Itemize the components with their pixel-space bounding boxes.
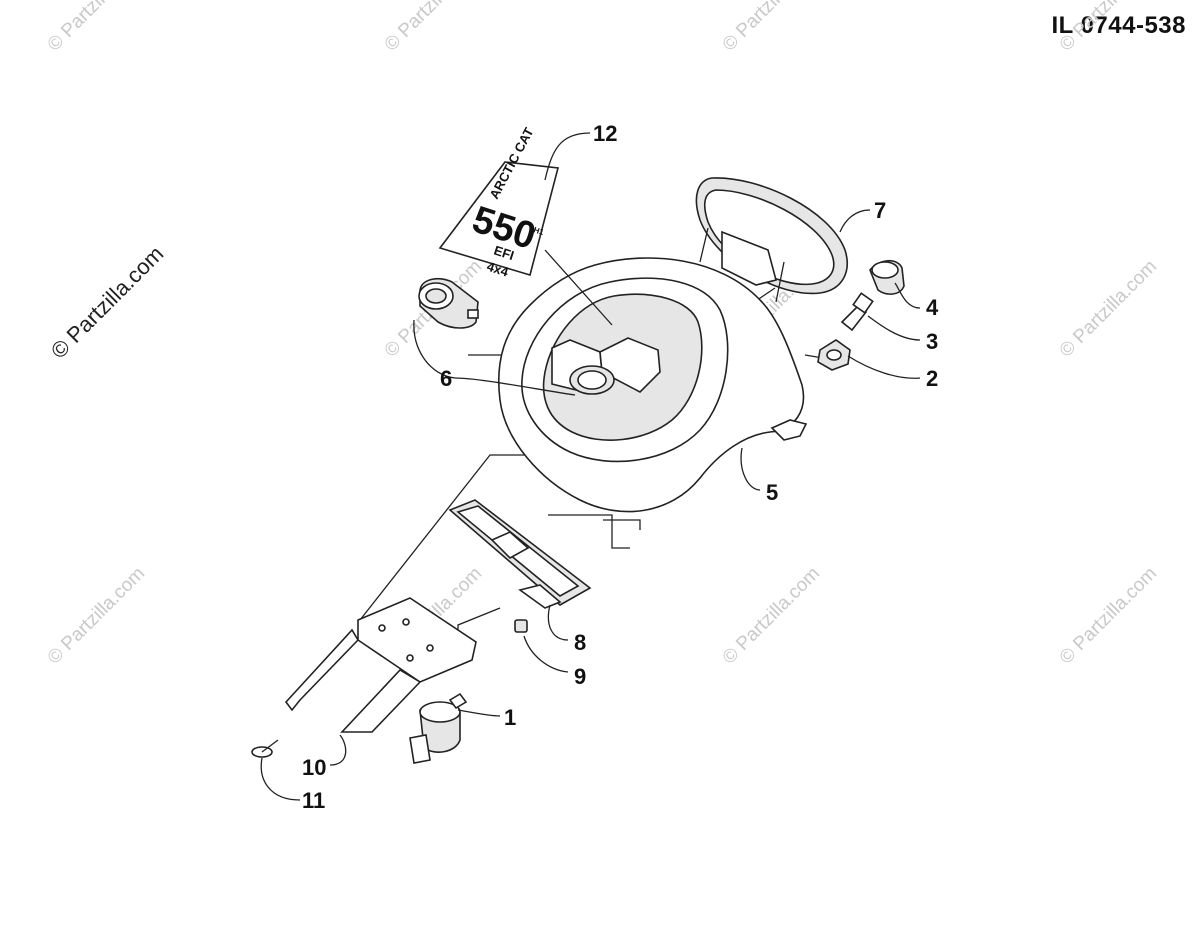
callout-10: 10 bbox=[302, 755, 326, 780]
gauge-part-7[interactable] bbox=[695, 177, 849, 303]
callout-12: 12 bbox=[593, 121, 617, 146]
watermark-tile: © Partzilla.com bbox=[44, 0, 149, 56]
outlet-part-6[interactable] bbox=[418, 277, 479, 329]
watermark-tile: © Partzilla.com bbox=[1056, 256, 1161, 361]
watermark-tile: © Partzilla.com bbox=[719, 563, 824, 668]
decal-suffix: H1 bbox=[532, 225, 545, 237]
switch-part-1[interactable] bbox=[409, 692, 468, 764]
callout-1: 1 bbox=[504, 705, 516, 730]
watermark-tile: © Partzilla.com bbox=[381, 0, 486, 56]
callout-5: 5 bbox=[766, 480, 778, 505]
callout-8: 8 bbox=[574, 630, 586, 655]
tray-part-8[interactable] bbox=[448, 499, 592, 609]
decal-part-12[interactable]: ARCTIC CAT 550 H1 EFI 4x4 bbox=[438, 125, 560, 280]
callout-6: 6 bbox=[440, 366, 452, 391]
callouts: 12 7 4 3 2 6 5 8 9 1 10 11 bbox=[302, 121, 939, 813]
console-housing-part-5[interactable] bbox=[497, 257, 808, 513]
decal-drive: 4x4 bbox=[485, 259, 511, 280]
callout-7: 7 bbox=[874, 198, 886, 223]
callout-9: 9 bbox=[574, 664, 586, 689]
rivet-part-11[interactable] bbox=[251, 739, 279, 758]
illustration-id: IL 0744-538 bbox=[1051, 12, 1186, 39]
key-part-3[interactable] bbox=[840, 292, 874, 332]
leader-lines bbox=[260, 132, 921, 801]
watermark-side: © Partzilla.com bbox=[46, 241, 169, 364]
callout-11: 11 bbox=[302, 788, 325, 813]
bracket-part-10[interactable] bbox=[284, 597, 477, 733]
callout-2: 2 bbox=[926, 366, 938, 391]
decal-sub: EFI bbox=[492, 243, 516, 264]
callout-4: 4 bbox=[926, 295, 939, 320]
callout-3: 3 bbox=[926, 329, 938, 354]
watermark-tile: © Partzilla.com bbox=[1056, 0, 1161, 56]
watermark-tile: © Partzilla.com bbox=[44, 563, 149, 668]
watermark-tile: © Partzilla.com bbox=[719, 0, 824, 56]
knob-part-4[interactable] bbox=[869, 259, 905, 295]
watermark-tile: © Partzilla.com bbox=[1056, 563, 1161, 668]
nut-part-2[interactable] bbox=[817, 339, 851, 371]
clip-part-9[interactable] bbox=[514, 619, 528, 633]
